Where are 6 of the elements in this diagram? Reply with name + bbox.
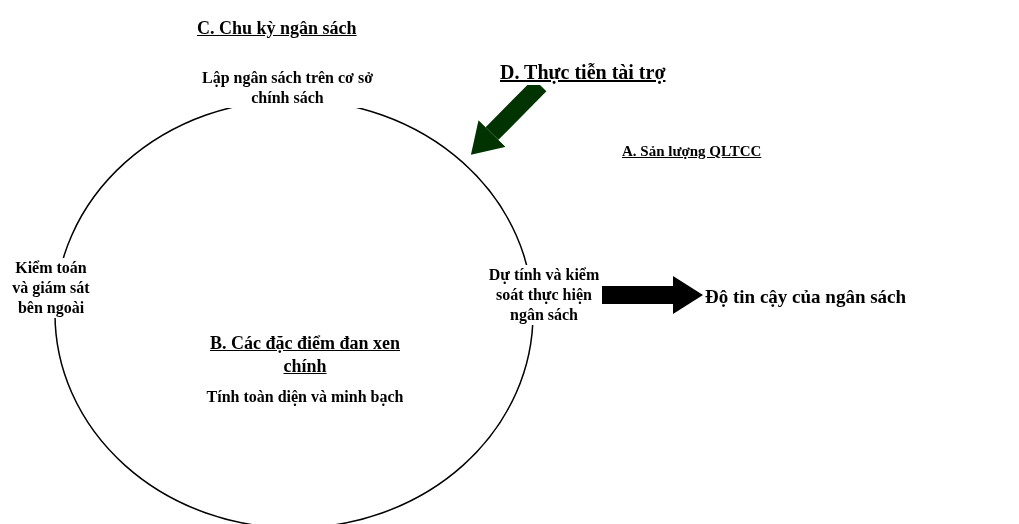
node-text: Lập ngân sách trên cơ sở chính sách	[200, 68, 375, 108]
node-text: D. Thực tiễn tài trợ	[500, 60, 666, 85]
node-text: Dự tính và kiểm soát thực hiện ngân sách	[488, 265, 600, 325]
section-label: A. Sản lượng QLTCC	[622, 143, 762, 160]
section-label: C. Chu kỳ ngân sách	[197, 18, 357, 39]
arrow	[602, 276, 703, 314]
